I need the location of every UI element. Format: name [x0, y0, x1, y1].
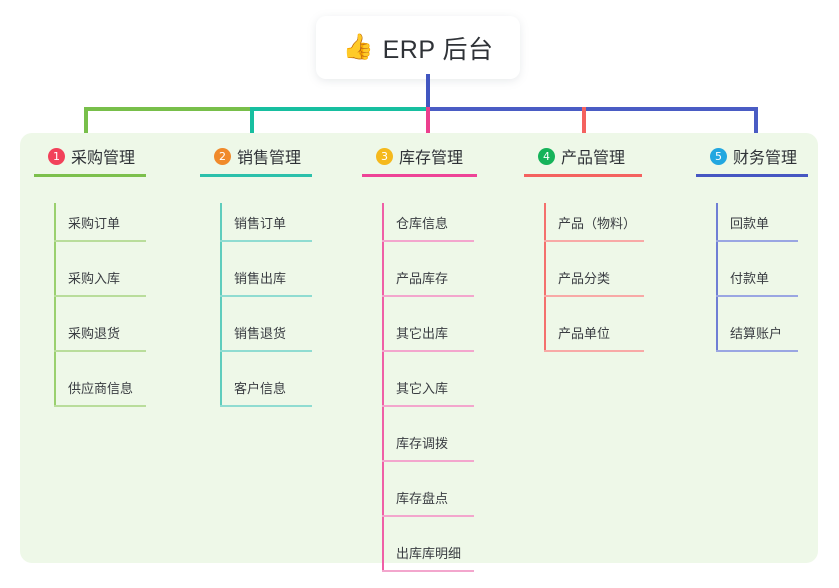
branch-header-3[interactable]: 3 库存管理	[362, 143, 477, 169]
branch-spine-3	[382, 203, 384, 571]
branch-header-4[interactable]: 4 产品管理	[524, 143, 642, 169]
branch-leaf-underline	[382, 405, 474, 407]
branch-column-4: 4 产品管理产品（物料） 产品分类产品单位	[524, 143, 644, 352]
branch-leaf-underline	[382, 240, 474, 242]
branch-leaf-underline	[220, 350, 312, 352]
bus-segment-blue	[426, 107, 758, 111]
branch-title-3: 库存管理	[399, 150, 464, 167]
branch-leaf-underline	[220, 240, 312, 242]
branch-title-4: 产品管理	[561, 150, 626, 167]
branch-badge-3: 3	[376, 147, 393, 165]
branch-leaf-label[interactable]: 销售订单	[234, 216, 287, 231]
branch-leaf-label[interactable]: 仓库信息	[396, 216, 449, 231]
branch-leaf-label[interactable]: 库存调拨	[396, 436, 449, 451]
branch-title-5: 财务管理	[733, 150, 798, 167]
branch-title-2: 销售管理	[237, 150, 302, 167]
branch-leaf-underline	[54, 295, 146, 297]
branch-leaf-underline	[544, 350, 644, 352]
branch-leaf-underline	[716, 240, 798, 242]
branch-leaf-label[interactable]: 结算账户	[730, 326, 783, 341]
branch-leaf-underline	[54, 405, 146, 407]
branch-leaf-underline	[544, 240, 644, 242]
branch-leaf-label[interactable]: 产品（物料）	[558, 216, 637, 231]
branch-leaf-underline	[382, 350, 474, 352]
branch-badge-4: 4	[538, 147, 555, 165]
root-stem-connector	[426, 74, 430, 110]
root-node-content: 👍 ERP 后台	[342, 30, 493, 66]
branch-spine-1	[54, 203, 56, 406]
branch-leaf-label[interactable]: 库存盘点	[396, 491, 449, 506]
branch-leaf-underline	[54, 350, 146, 352]
branch-title-1: 采购管理	[71, 150, 136, 167]
branch-badge-5: 5	[710, 147, 727, 165]
branch-leaf-underline	[54, 240, 146, 242]
branch-leaf-underline	[382, 570, 474, 572]
branch-leaf-underline	[220, 405, 312, 407]
branch-leaf-label[interactable]: 其它出库	[396, 326, 449, 341]
thumbs-up-icon: 👍	[342, 33, 374, 61]
branch-leaf-label[interactable]: 出库库明细	[396, 546, 462, 561]
branch-drop-1	[84, 107, 88, 147]
branch-leaf-label[interactable]: 销售退货	[234, 326, 287, 341]
branch-leaf-underline	[382, 460, 474, 462]
branch-header-1[interactable]: 1 采购管理	[34, 143, 146, 169]
branches-panel	[20, 133, 818, 563]
branch-leaf-underline	[544, 295, 644, 297]
branch-leaf-underline	[716, 295, 798, 297]
root-node[interactable]: 👍 ERP 后台	[316, 16, 520, 79]
branch-leaf-underline	[382, 295, 474, 297]
branch-leaf-label[interactable]: 采购订单	[68, 216, 121, 231]
branch-column-1: 1 采购管理采购订单采购入库采购退货供应商信息	[34, 143, 146, 407]
branch-column-3: 3 库存管理仓库信息产品库存其它出库其它入库库存调拨库存盘点出库库明细	[362, 143, 477, 572]
branch-leaf-underline	[220, 295, 312, 297]
branch-leaf-label[interactable]: 供应商信息	[68, 381, 134, 396]
branch-drop-4	[582, 107, 586, 147]
branch-leaf-label[interactable]: 回款单	[730, 216, 770, 231]
branch-underline-1	[34, 174, 146, 177]
bus-segment-green	[84, 107, 398, 111]
branch-leaf-label[interactable]: 采购入库	[68, 271, 121, 286]
branch-drop-3	[426, 107, 430, 147]
branch-leaf-underline	[382, 515, 474, 517]
branch-column-2: 2 销售管理销售订单销售出库销售退货客户信息	[200, 143, 312, 407]
branch-leaf-underline	[716, 350, 798, 352]
branch-leaf-label[interactable]: 销售出库	[234, 271, 287, 286]
branch-underline-4	[524, 174, 642, 177]
branch-spine-5	[716, 203, 718, 351]
bus-segment-teal	[252, 107, 428, 111]
branch-leaf-label[interactable]: 客户信息	[234, 381, 287, 396]
branch-leaf-label[interactable]: 付款单	[730, 271, 770, 286]
branch-spine-2	[220, 203, 222, 406]
branch-leaf-label[interactable]: 产品单位	[558, 326, 611, 341]
root-node-label: ERP 后台	[382, 35, 494, 64]
branch-drop-5	[754, 107, 758, 147]
branch-spine-4	[544, 203, 546, 351]
branch-badge-2: 2	[214, 147, 231, 165]
branch-leaf-label[interactable]: 产品库存	[396, 271, 449, 286]
branch-underline-5	[696, 174, 808, 177]
branch-leaf-label[interactable]: 采购退货	[68, 326, 121, 341]
branch-drop-2	[250, 107, 254, 147]
branch-underline-3	[362, 174, 477, 177]
branch-leaf-label[interactable]: 产品分类	[558, 271, 611, 286]
branch-leaf-label[interactable]: 其它入库	[396, 381, 449, 396]
branch-header-2[interactable]: 2 销售管理	[200, 143, 312, 169]
branch-underline-2	[200, 174, 312, 177]
branch-badge-1: 1	[48, 147, 65, 165]
branch-header-5[interactable]: 5 财务管理	[696, 143, 808, 169]
branch-column-5: 5 财务管理回款单付款单结算账户	[696, 143, 808, 352]
